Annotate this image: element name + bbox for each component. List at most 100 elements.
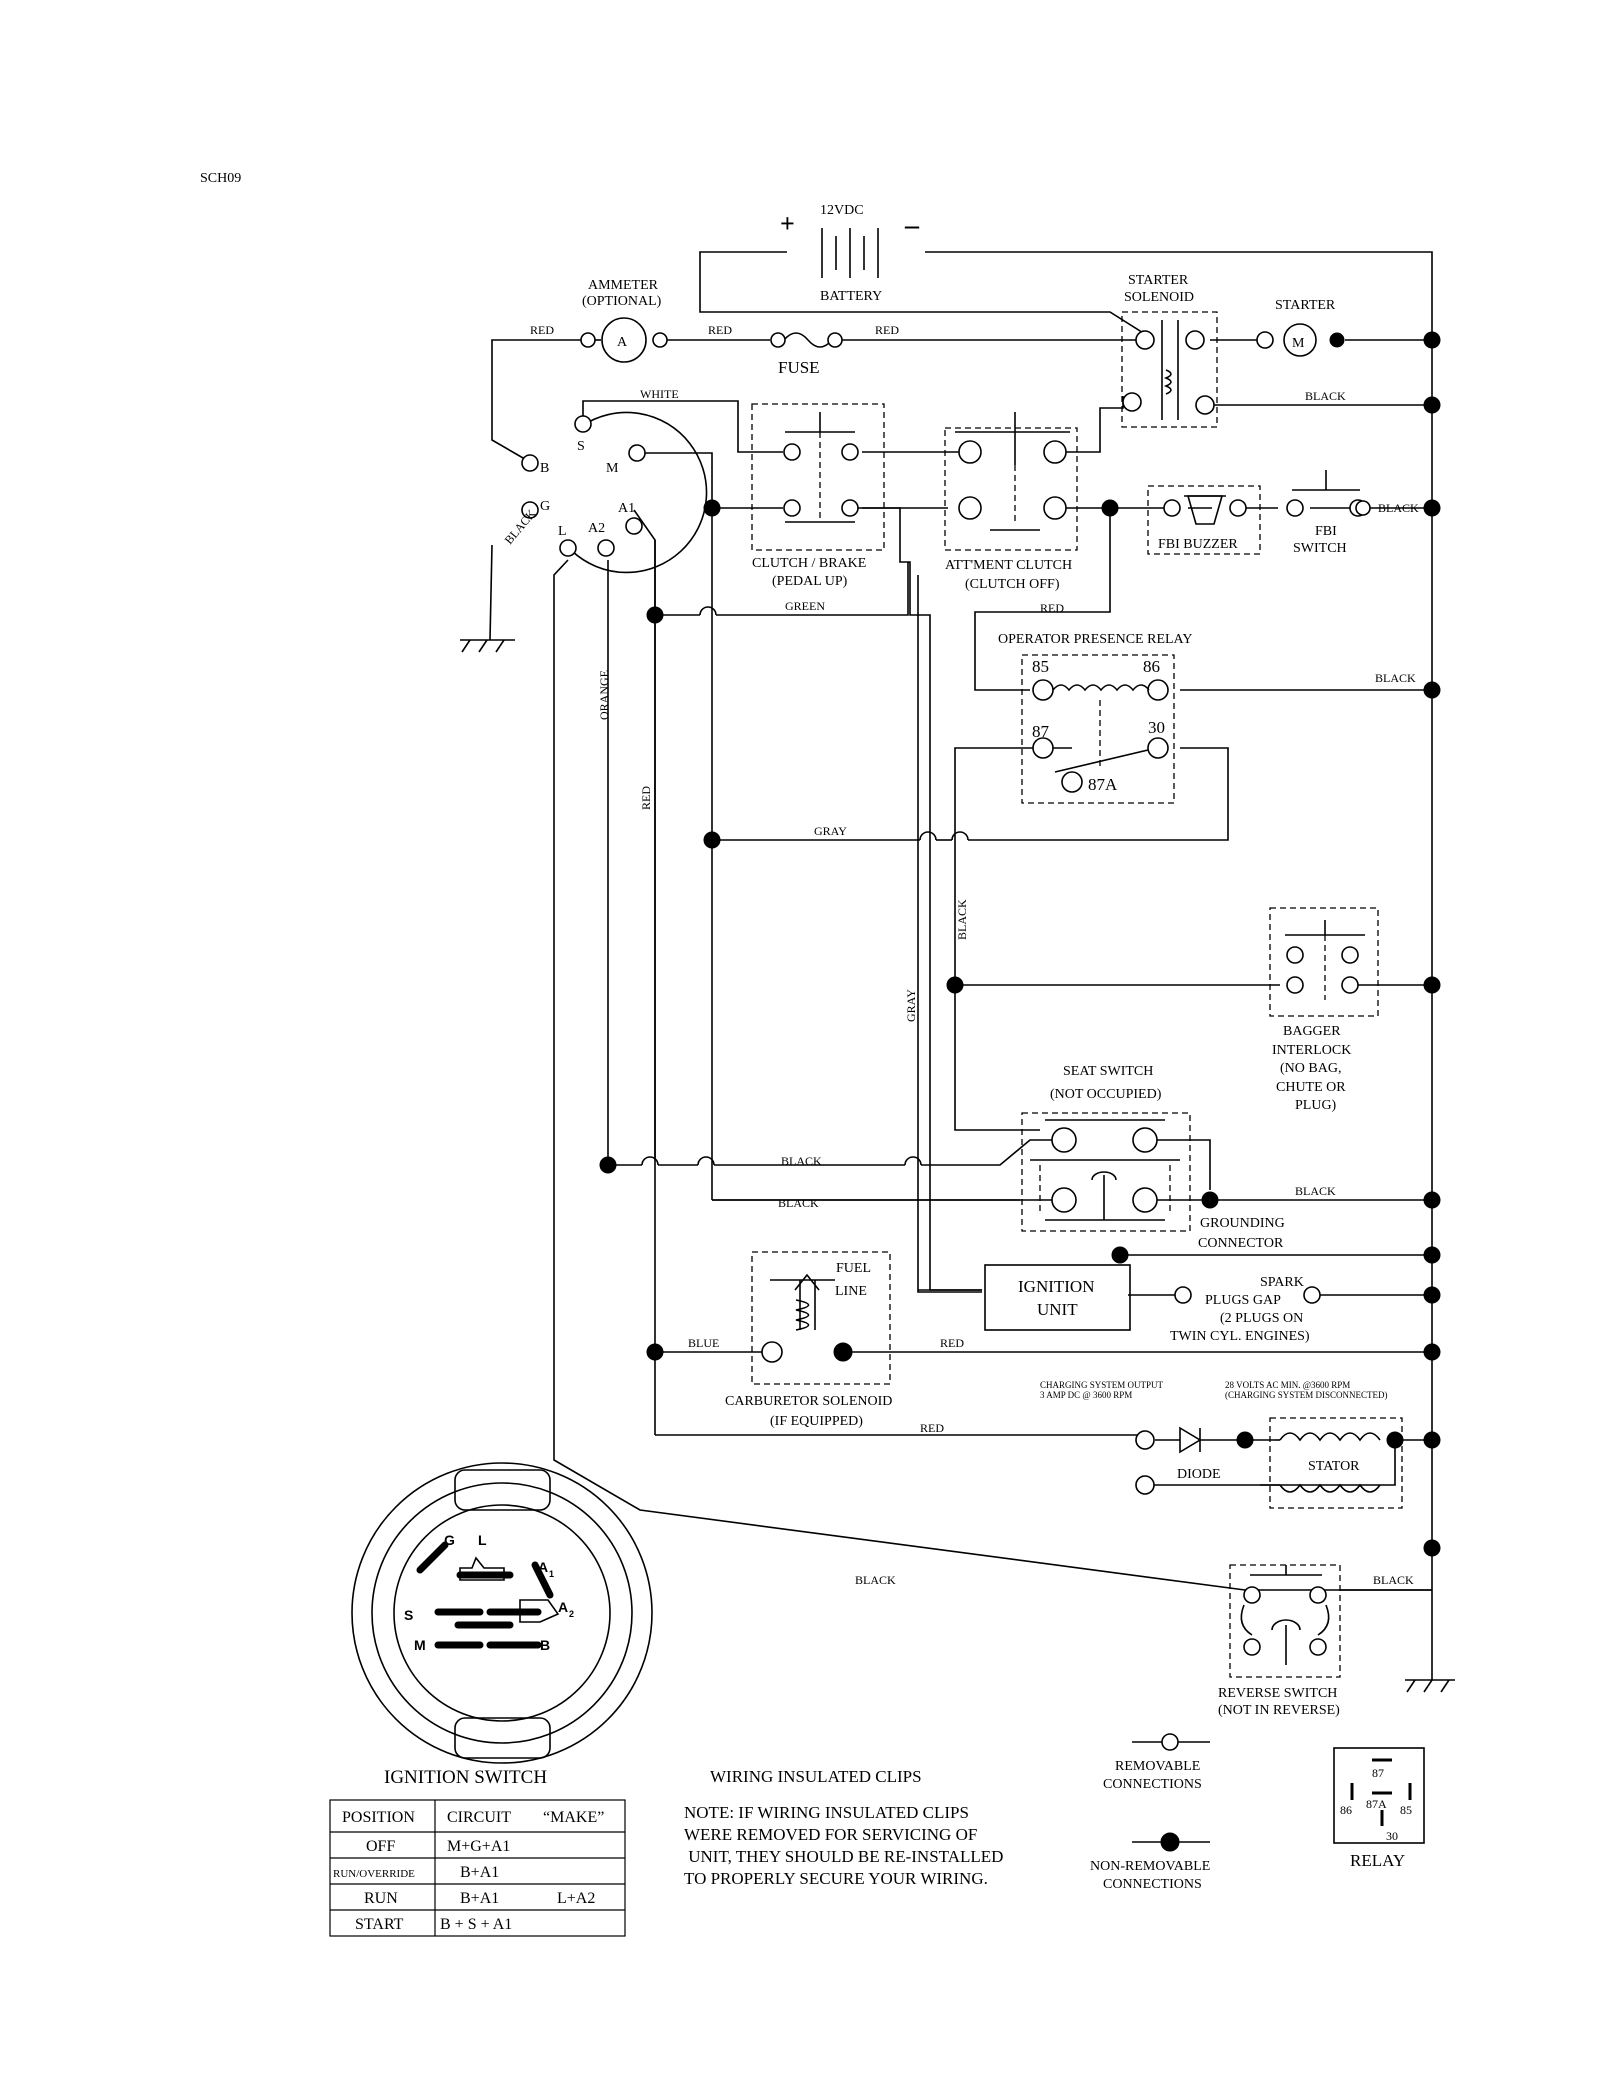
grounding-line2: CONNECTOR <box>1198 1236 1284 1251</box>
table-row-start-circuit: B + S + A1 <box>440 1916 512 1933</box>
carburetor-solenoid: FUEL LINE CARBURETOR SOLENOID (IF EQUIPP… <box>725 1251 892 1429</box>
wire-label-gray-2: GRAY <box>904 989 918 1022</box>
wire-color-labels: RED RED RED WHITE BLACK BLACK GREEN RED … <box>502 323 1419 1587</box>
bagger-l2: INTERLOCK <box>1272 1043 1351 1058</box>
junction-dots <box>599 331 1441 1557</box>
spark-l4: TWIN CYL. ENGINES) <box>1170 1329 1310 1344</box>
wire-label-black-1: BLACK <box>1305 389 1346 403</box>
volts-l2: (CHARGING SYSTEM DISCONNECTED) <box>1225 1390 1388 1400</box>
switch-face-l: L <box>478 1532 487 1548</box>
ignition-unit: IGNITION UNIT SPARK PLUGS GAP (2 PLUGS O… <box>984 1264 1321 1344</box>
terminal-g-label: G <box>540 499 550 514</box>
fbi-buzzer-label: FBI BUZZER <box>1158 537 1238 552</box>
starter-symbol: M <box>1292 336 1305 351</box>
doc-id: SCH09 <box>200 171 241 186</box>
fbi-switch: FBI SWITCH <box>1286 470 1367 556</box>
legend-removable-1: REMOVABLE <box>1115 1759 1200 1774</box>
reverse-line2: (NOT IN REVERSE) <box>1218 1703 1340 1718</box>
ignition-switch-face: G L A 1 S A 2 M B <box>351 1462 653 1764</box>
fbi-buzzer: FBI BUZZER <box>1147 485 1261 555</box>
relay-pin-87: 87 <box>1372 1766 1384 1780</box>
terminal-a1-label: A1 <box>618 501 635 516</box>
wiring-clips-note: WIRING INSULATED CLIPS NOTE: IF WIRING I… <box>684 1767 1003 1888</box>
bagger-interlock: BAGGER INTERLOCK (NO BAG, CHUTE OR PLUG) <box>1269 907 1379 1113</box>
relay-t87: 87 <box>1032 722 1050 741</box>
operator-presence-relay: OPERATOR PRESENCE RELAY 85 86 87 30 87A <box>998 632 1192 804</box>
relay-pin-87a: 87A <box>1366 1797 1387 1811</box>
table-header-position: POSITION <box>342 1809 415 1826</box>
clutch-brake-line2: (PEDAL UP) <box>772 574 848 589</box>
charging-system: CHARGING SYSTEM OUTPUT 3 AMP DC @ 3600 R… <box>1040 1380 1404 1509</box>
clips-note-3: UNIT, THEY SHOULD BE RE-INSTALLED <box>684 1847 1003 1866</box>
ammeter-symbol: A <box>617 335 628 350</box>
wire-label-red-1: RED <box>530 323 554 337</box>
attment-line2: (CLUTCH OFF) <box>965 577 1060 592</box>
terminal-a2-label: A2 <box>588 521 605 536</box>
bagger-l1: BAGGER <box>1283 1024 1341 1039</box>
wire-label-black-8: BLACK <box>1373 1573 1414 1587</box>
ground-symbols <box>460 544 1455 1693</box>
wire-label-red-6: RED <box>920 1421 944 1435</box>
spark-l3: (2 PLUGS ON <box>1220 1311 1303 1326</box>
terminal-b-label: B <box>540 461 549 476</box>
reverse-line1: REVERSE SWITCH <box>1218 1686 1337 1701</box>
battery-plus-sign: + <box>780 209 795 238</box>
wire-label-blue: BLUE <box>688 1336 719 1350</box>
wire-label-green: GREEN <box>785 599 825 613</box>
fuse: FUSE <box>770 332 843 377</box>
carb-line2: (IF EQUIPPED) <box>770 1414 863 1429</box>
clips-title: WIRING INSULATED CLIPS <box>710 1767 922 1786</box>
fuel-line-line1: FUEL <box>836 1261 871 1276</box>
wire-label-orange: ORANGE <box>597 670 611 720</box>
wire-label-black-10: BLACK <box>955 899 969 940</box>
ammeter: A AMMETER (OPTIONAL) <box>580 278 668 363</box>
table-row-start-position: START <box>355 1916 404 1933</box>
table-row-runoverride-position: RUN/OVERRIDE <box>333 1868 415 1880</box>
table-row-run-circuit: B+A1 <box>460 1890 499 1907</box>
table-header-make: “MAKE” <box>543 1809 604 1826</box>
wire-label-black-3: BLACK <box>1375 671 1416 685</box>
table-header-circuit: CIRCUIT <box>447 1809 511 1826</box>
legend-nonremovable-1: NON-REMOVABLE <box>1090 1859 1210 1874</box>
wire-label-red-7: RED <box>639 786 653 810</box>
starter: M STARTER <box>1256 298 1345 357</box>
wire-label-black-6: BLACK <box>1295 1184 1336 1198</box>
relay-t86: 86 <box>1143 657 1160 676</box>
bagger-l3: (NO BAG, <box>1280 1061 1341 1076</box>
clips-note-1: NOTE: IF WIRING INSULATED CLIPS <box>684 1803 969 1822</box>
fuse-label: FUSE <box>778 358 820 377</box>
clips-note-2: WERE REMOVED FOR SERVICING OF <box>684 1825 977 1844</box>
switch-face-s: S <box>404 1607 413 1623</box>
switch-face-b: B <box>540 1637 550 1653</box>
volts-l1: 28 VOLTS AC MIN. @3600 RPM <box>1225 1380 1350 1390</box>
spark-l1: SPARK <box>1260 1275 1304 1290</box>
grounding-line1: GROUNDING <box>1200 1216 1285 1231</box>
fbi-switch-line2: SWITCH <box>1293 541 1347 556</box>
relay-t87a: 87A <box>1088 775 1118 794</box>
relay-pinout-legend: 87 87A 86 85 30 RELAY <box>1333 1747 1425 1870</box>
relay-t85: 85 <box>1032 657 1049 676</box>
switch-face-a1-sub: 1 <box>549 1569 554 1579</box>
ignition-position-table: POSITION CIRCUIT “MAKE” OFF M+G+A1 RUN/O… <box>329 1799 626 1937</box>
wire-label-gray-1: GRAY <box>814 824 847 838</box>
seat-switch-line1: SEAT SWITCH <box>1063 1064 1153 1079</box>
wire-label-black-5: BLACK <box>778 1196 819 1210</box>
switch-face-m: M <box>414 1637 426 1653</box>
table-row-run-position: RUN <box>364 1890 398 1907</box>
switch-face-a2: A <box>558 1599 568 1615</box>
fuel-line-line2: LINE <box>835 1284 867 1299</box>
relay-pin-30: 30 <box>1386 1829 1398 1843</box>
switch-face-a2-sub: 2 <box>569 1609 574 1619</box>
table-row-off-circuit: M+G+A1 <box>447 1838 510 1855</box>
fbi-switch-line1: FBI <box>1315 524 1337 539</box>
relay-t30: 30 <box>1148 718 1165 737</box>
starter-label: STARTER <box>1275 298 1336 313</box>
wire-label-red-3: RED <box>875 323 899 337</box>
table-row-run-extra: L+A2 <box>557 1890 595 1907</box>
terminal-m-label: M <box>606 461 619 476</box>
connection-legend: REMOVABLE CONNECTIONS NON-REMOVABLE CONN… <box>1090 1733 1210 1892</box>
clutch-brake-line1: CLUTCH / BRAKE <box>752 556 866 571</box>
table-row-off-position: OFF <box>366 1838 395 1855</box>
ignition-terminal-block: S M B G L A2 A1 <box>521 411 708 574</box>
